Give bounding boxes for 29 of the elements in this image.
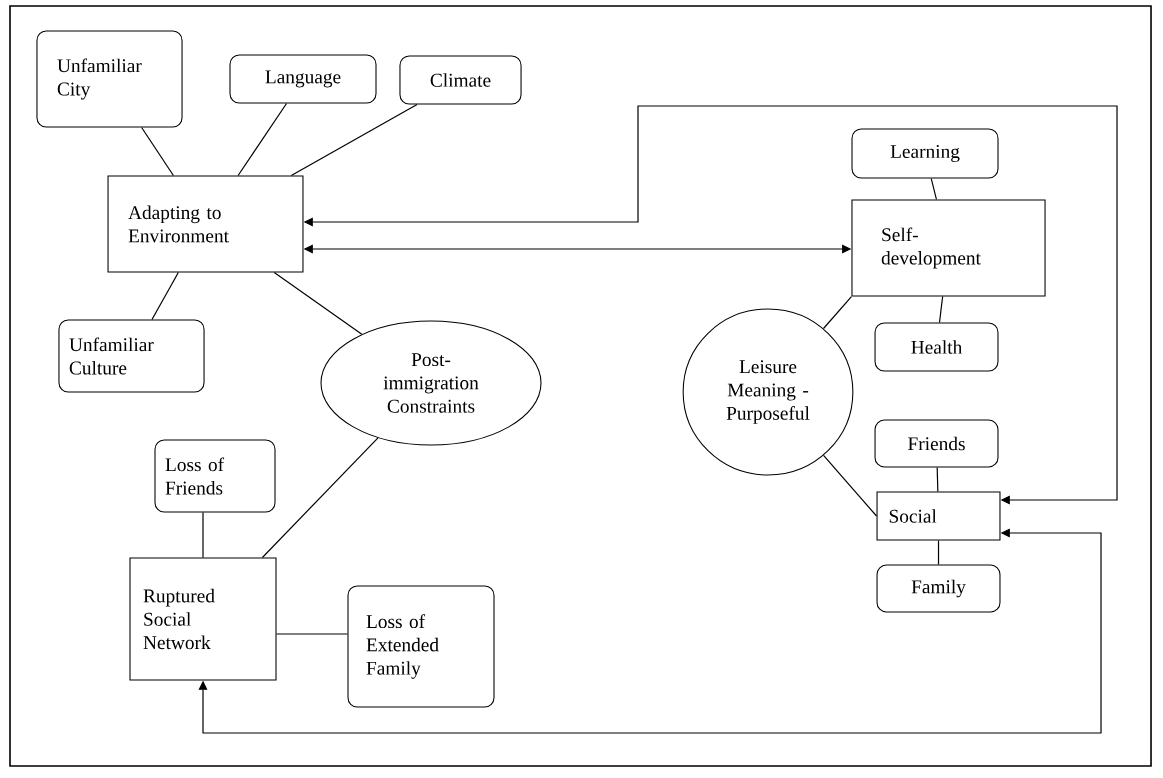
connector-line xyxy=(202,511,204,559)
connector-line xyxy=(273,271,363,335)
connector-line xyxy=(151,271,179,321)
rounded-box: Loss of Friends xyxy=(154,439,276,513)
connector-line xyxy=(936,466,939,493)
connector-line xyxy=(930,177,938,201)
rounded-box: Learning xyxy=(851,128,999,179)
connector-line xyxy=(261,437,379,559)
connector-line xyxy=(822,454,878,517)
rounded-box: Family xyxy=(876,564,1001,613)
connector-line xyxy=(938,295,944,324)
connector-line xyxy=(237,102,288,177)
rounded-box: Friends xyxy=(874,419,999,468)
rounded-box: Loss of Extended Family xyxy=(347,585,495,708)
double-arrow xyxy=(198,528,1102,734)
concept-box: Ruptured Social Network xyxy=(129,557,277,681)
concept-box: Adapting to Environment xyxy=(107,175,304,273)
rounded-box: Language xyxy=(229,54,377,104)
connector-line xyxy=(290,103,418,177)
connector-line xyxy=(275,633,349,635)
rounded-box: Unfamiliar City xyxy=(36,30,183,128)
rounded-box: Health xyxy=(874,322,999,372)
connector-line xyxy=(141,126,174,177)
connector-line xyxy=(822,295,853,330)
concept-box: Social xyxy=(876,491,1001,541)
rounded-box: Climate xyxy=(399,55,522,105)
connector-line xyxy=(937,539,940,566)
rounded-box: Unfamiliar Culture xyxy=(58,319,205,393)
concept-box: Self-development xyxy=(851,199,1046,297)
